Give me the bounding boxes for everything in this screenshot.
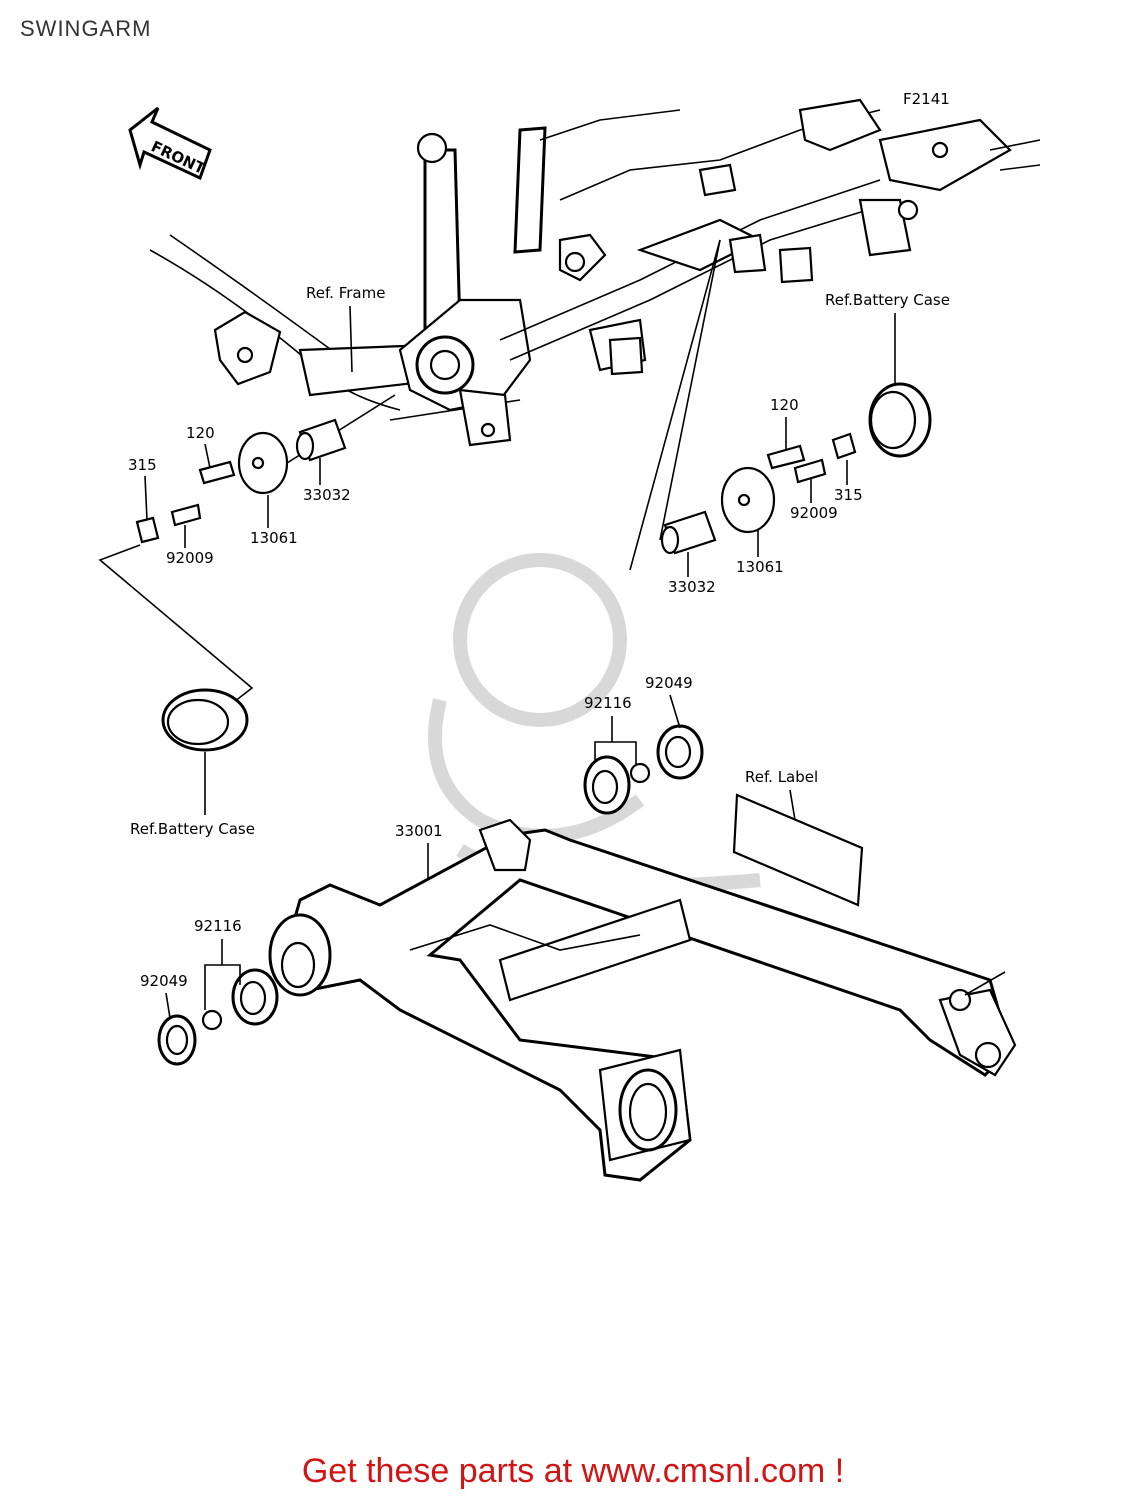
part-13061-left: 13061 (250, 529, 298, 547)
part-13061-right: 13061 (736, 558, 784, 576)
part-92116-lower: 92116 (194, 917, 242, 935)
right-battery-case-cap (868, 382, 932, 458)
part-92009-left: 92009 (166, 549, 214, 567)
frame-drawing (149, 98, 1041, 447)
left-battery-case-cap (161, 688, 249, 752)
part-120-left: 120 (186, 424, 215, 442)
part-92049-lower: 92049 (140, 972, 188, 990)
ref-battery-case-left-label: Ref.Battery Case (130, 820, 255, 838)
left-pivot-assembly (135, 418, 347, 544)
ref-label-sticker (732, 793, 864, 907)
lower-bearing-set (157, 968, 279, 1066)
part-120-right: 120 (770, 396, 799, 414)
swingarm-body (268, 818, 1017, 1182)
part-315-left: 315 (128, 456, 157, 474)
ref-battery-case-right-label: Ref.Battery Case (825, 291, 950, 309)
figure-code: F2141 (903, 90, 950, 108)
part-33032-right: 33032 (668, 578, 716, 596)
upper-bearing-set (583, 724, 704, 815)
part-315-right: 315 (834, 486, 863, 504)
page-title: SWINGARM (20, 16, 152, 41)
part-92049-upper: 92049 (645, 674, 693, 692)
part-33001: 33001 (395, 822, 443, 840)
ref-frame-label: Ref. Frame (306, 284, 385, 302)
part-92116-upper: 92116 (584, 694, 632, 712)
ref-label-label: Ref. Label (745, 768, 818, 786)
part-92009-right: 92009 (790, 504, 838, 522)
right-pivot-assembly (660, 432, 857, 555)
front-arrow-icon: FRONT (128, 106, 212, 181)
part-33032-left: 33032 (303, 486, 351, 504)
footer-cms-link[interactable]: Get these parts at www.cmsnl.com ! (301, 1452, 845, 1490)
